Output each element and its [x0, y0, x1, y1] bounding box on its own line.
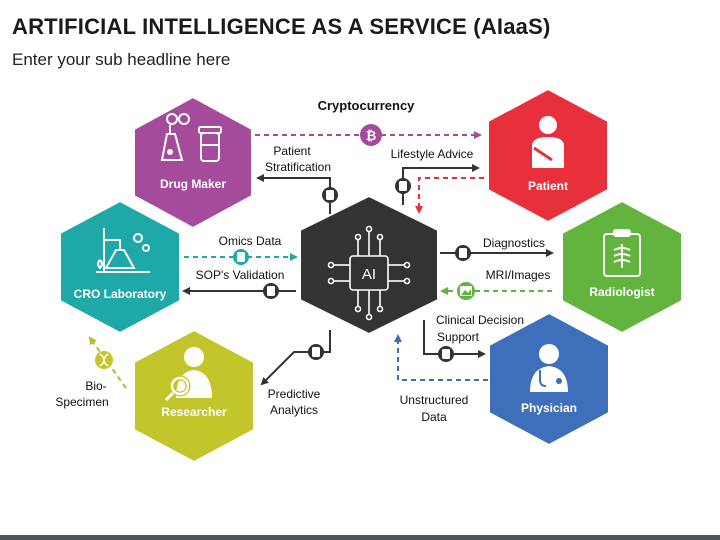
bio-specimen-connector: Bio- Specimen — [55, 336, 127, 409]
node-cro-laboratory: CRO Laboratory — [59, 199, 181, 335]
ai-hub: AI — [299, 194, 439, 336]
cryptocurrency-connector: ₿ Cryptocurrency — [255, 98, 482, 146]
patient-to-ai-connector — [415, 177, 484, 214]
patient-stratification-connector: Patient Stratification — [256, 144, 331, 214]
unstructured-data-label-2: Data — [421, 410, 447, 424]
sops-validation-label: SOP's Validation — [196, 268, 285, 282]
injured-person-icon — [532, 116, 564, 168]
patient-stratification-label-2: Stratification — [265, 160, 331, 174]
predictive-analytics-connector: Predictive Analytics — [260, 330, 331, 417]
node-physician: Physician — [488, 311, 610, 447]
cryptocurrency-label: Cryptocurrency — [318, 98, 416, 113]
lifestyle-advice-connector: Lifestyle Advice — [391, 147, 480, 205]
predictive-analytics-label-1: Predictive — [268, 387, 321, 401]
bio-specimen-label-1: Bio- — [85, 379, 106, 393]
page-subtitle: Enter your sub headline here — [12, 50, 231, 69]
omics-data-label: Omics Data — [219, 234, 282, 248]
svg-text:₿: ₿ — [366, 128, 377, 143]
ai-hub-label: AI — [362, 266, 376, 283]
node-label-researcher: Researcher — [161, 405, 227, 419]
clinical-decision-label-2: Support — [437, 330, 480, 344]
node-label-patient: Patient — [528, 179, 568, 193]
connector-markers — [233, 178, 475, 362]
sops-validation-connector: SOP's Validation — [182, 268, 296, 295]
clinical-decision-connector: Clinical Decision Support — [423, 313, 524, 358]
node-label-cro-laboratory: CRO Laboratory — [74, 287, 167, 301]
patient-stratification-label-1: Patient — [273, 144, 311, 158]
lab-equipment-icon — [96, 228, 150, 273]
bitcoin-icon — [360, 124, 382, 146]
node-patient: Patient — [487, 87, 609, 224]
predictive-analytics-label-2: Analytics — [270, 403, 318, 417]
node-drug-maker: Drug Maker — [133, 95, 253, 230]
researcher-magnifier-icon — [164, 347, 212, 402]
doctor-stethoscope-icon — [530, 344, 568, 392]
node-label-radiologist: Radiologist — [589, 285, 654, 299]
footer-bar — [0, 535, 720, 540]
node-label-drug-maker: Drug Maker — [160, 177, 226, 191]
lab-flask-pills-icon — [160, 113, 222, 162]
diagnostics-label: Diagnostics — [483, 236, 545, 250]
circuit-chip-icon — [327, 225, 411, 321]
lifestyle-advice-label: Lifestyle Advice — [391, 147, 474, 161]
page-title: ARTIFICIAL INTELLIGENCE AS A SERVICE (AI… — [12, 14, 551, 39]
xray-clipboard-icon — [603, 229, 641, 277]
node-label-physician: Physician — [521, 401, 577, 415]
node-radiologist: Radiologist — [561, 199, 683, 335]
node-researcher: Researcher — [133, 328, 255, 464]
unstructured-data-connector: Unstructured Data — [394, 334, 488, 424]
clinical-decision-label-1: Clinical Decision — [436, 313, 524, 327]
bio-specimen-label-2: Specimen — [55, 395, 108, 409]
unstructured-data-label-1: Unstructured — [400, 393, 469, 407]
mri-images-label: MRI/Images — [486, 268, 551, 282]
